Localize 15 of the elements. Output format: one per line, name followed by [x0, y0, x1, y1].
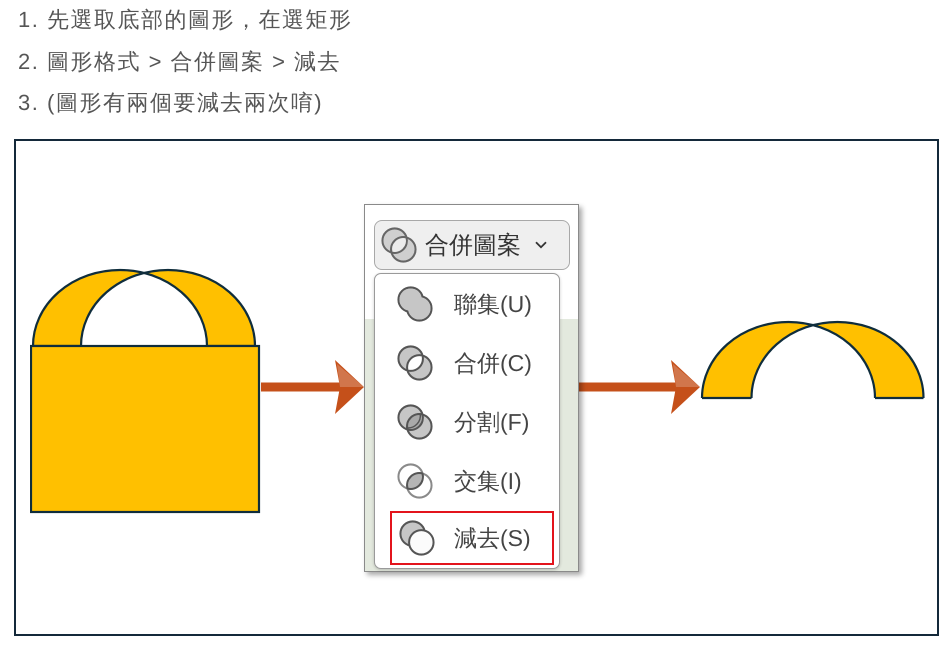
arrow — [261, 360, 364, 414]
step-text: 2. 圖形格式 > 合併圖案 > 減去 — [18, 48, 342, 76]
menu-item: 分割(F) — [397, 397, 530, 447]
menu-item: 聯集(U) — [397, 279, 532, 329]
step-text: 1. 先選取底部的圖形，在選矩形 — [18, 6, 352, 34]
dropdown-button: 合併圖案 — [374, 220, 570, 270]
arrow — [579, 360, 700, 414]
rectangle-with-arches — [30, 267, 261, 514]
step-text: 3. (圖形有兩個要減去兩次唷) — [18, 89, 324, 117]
double-arch-shape — [700, 320, 926, 400]
menu-item: 減去(S) — [399, 513, 531, 563]
menu-item: 合併(C) — [397, 338, 532, 388]
menu-item: 交集(I) — [397, 456, 522, 506]
highlight-box — [390, 511, 554, 565]
menu-screenshot — [364, 204, 579, 572]
